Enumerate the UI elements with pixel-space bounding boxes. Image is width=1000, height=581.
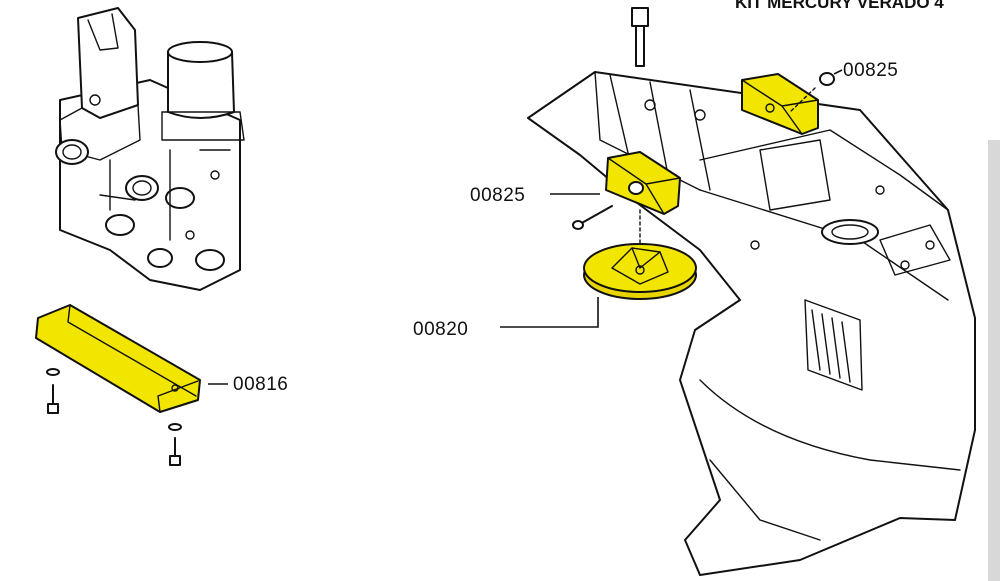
part-label-00816: 00816 [233,374,288,395]
kit-title: KIT MERCURY VERADO 4 [735,0,944,12]
anode-disc-00820 [583,243,697,300]
part-label-00825-lower: 00825 [470,185,525,206]
anode-bar-00816 [35,304,201,466]
gearcase-bolt [631,7,649,67]
part-label-00820: 00820 [413,319,468,340]
anode-block-00825-upper [741,72,835,135]
gearcase-lower-unit [527,71,976,576]
steering-actuator-assembly [55,7,245,291]
leader-line-00825-upper [833,69,843,75]
leader-line-00820 [500,297,599,328]
edge-shadow [988,140,1000,581]
anode-block-00825-lower [572,151,681,249]
part-label-00825-upper: 00825 [843,60,898,81]
